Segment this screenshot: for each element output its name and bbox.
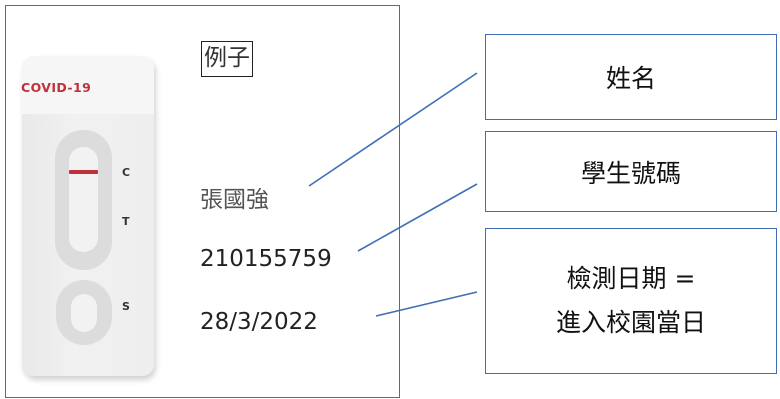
written-test-date: 28/3/2022 [200, 309, 318, 335]
callout-student-id: 學生號碼 [485, 131, 777, 212]
control-line-mark [69, 170, 98, 174]
sample-well-hole [71, 294, 97, 332]
callout-name-text: 姓名 [605, 64, 656, 93]
test-mark-label: T [122, 215, 130, 228]
callout-test-date-line2: 進入校園當日 [555, 308, 706, 337]
written-name: 張國強 [200, 187, 269, 213]
cassette-top [22, 56, 154, 114]
callout-test-date: 檢測日期 = 進入校園當日 [485, 228, 777, 374]
callout-student-id-text: 學生號碼 [580, 158, 681, 188]
cassette-brand-label: COVID-19 [21, 80, 92, 95]
control-mark-label: C [122, 166, 131, 179]
callout-name: 姓名 [485, 34, 777, 120]
written-student-id: 210155759 [200, 246, 332, 272]
example-label: 例子 [201, 41, 253, 77]
sample-mark-label: S [122, 300, 130, 313]
callout-test-date-line1: 檢測日期 = [566, 264, 696, 293]
result-strip [69, 147, 98, 252]
